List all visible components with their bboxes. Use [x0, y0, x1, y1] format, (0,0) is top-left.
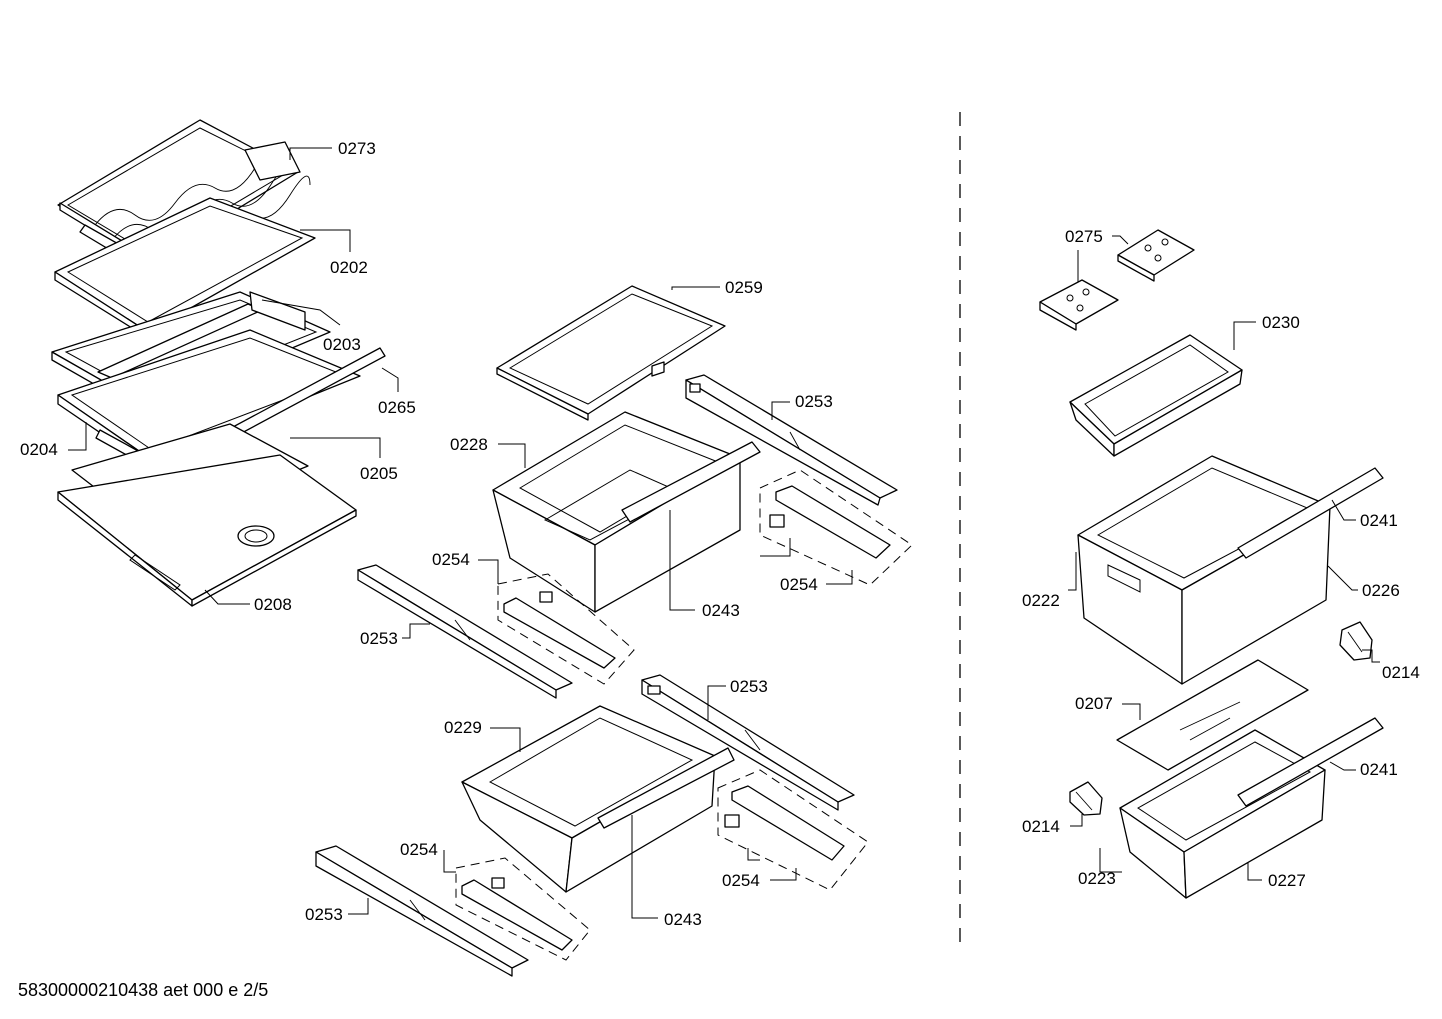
- part-group-0254-upper-right: [759, 469, 913, 586]
- part-drawer-0223: [1119, 717, 1384, 899]
- callout-0254-upper-right: 0254: [780, 575, 818, 594]
- document-reference: 58300000210438 aet 000 e 2/5: [18, 980, 269, 1000]
- callout-0203: 0203: [323, 335, 361, 354]
- part-clip-0214-left: [1069, 781, 1103, 816]
- callout-0223: 0223: [1078, 869, 1116, 888]
- callout-0226: 0226: [1362, 581, 1400, 600]
- callout-0254-middle-left: 0254: [432, 550, 470, 569]
- callout-0228: 0228: [450, 435, 488, 454]
- part-group-0254-middle-left: [497, 573, 635, 685]
- callout-0229: 0229: [444, 718, 482, 737]
- callout-0275: 0275: [1065, 227, 1103, 246]
- callout-0253-lower-left: 0253: [305, 905, 343, 924]
- callout-0241-lower: 0241: [1360, 760, 1398, 779]
- part-drawer-0229: [461, 705, 735, 893]
- callout-0202: 0202: [330, 258, 368, 277]
- callout-0214-right: 0214: [1382, 663, 1420, 682]
- callout-0243-lower: 0243: [664, 910, 702, 929]
- callout-0253-upper: 0253: [795, 392, 833, 411]
- part-glass-plate-0207: [1116, 659, 1309, 771]
- part-ice-packs-0275: [1039, 229, 1195, 331]
- part-rail-0253-middle-right: [641, 674, 855, 811]
- callout-0243-upper: 0243: [702, 601, 740, 620]
- part-tray-0230: [1069, 334, 1243, 457]
- part-cover-plate-0208: [57, 454, 357, 607]
- callout-0241-upper: 0241: [1360, 511, 1398, 530]
- part-shelf-frame-0202: [54, 197, 316, 339]
- callout-0253-middle-right: 0253: [730, 677, 768, 696]
- part-drawer-0222: [1077, 455, 1384, 685]
- callout-0254-lower-left: 0254: [400, 840, 438, 859]
- callout-0222: 0222: [1022, 591, 1060, 610]
- callout-0207: 0207: [1075, 694, 1113, 713]
- callout-0265: 0265: [378, 398, 416, 417]
- part-clip-0214-right: [1339, 621, 1373, 661]
- part-drawer-lid-0259: [496, 285, 726, 421]
- callout-0273: 0273: [338, 139, 376, 158]
- callout-0254-lower-right: 0254: [722, 871, 760, 890]
- callout-labels: 0273 0202 0203 0265 0204 0205 0208 0259 …: [20, 139, 1420, 929]
- callout-0227: 0227: [1268, 871, 1306, 890]
- callout-0230: 0230: [1262, 313, 1300, 332]
- part-group-0254-lower-left: [455, 857, 591, 961]
- callout-0259: 0259: [725, 278, 763, 297]
- callout-0253-middle-left: 0253: [360, 629, 398, 648]
- part-rail-0253-upper-right: [685, 374, 898, 506]
- callout-0214-left: 0214: [1022, 817, 1060, 836]
- callout-0208: 0208: [254, 595, 292, 614]
- callout-0204: 0204: [20, 440, 58, 459]
- part-rail-0253-middle-left: [357, 564, 573, 699]
- part-glass-shelf-0204: [57, 329, 361, 469]
- part-drawer-0228: [492, 411, 761, 613]
- part-rail-0253-lower-left: [315, 845, 529, 977]
- leader-lines: [68, 147, 1380, 919]
- part-group-0254-lower-right: [717, 769, 869, 891]
- callout-0205: 0205: [360, 464, 398, 483]
